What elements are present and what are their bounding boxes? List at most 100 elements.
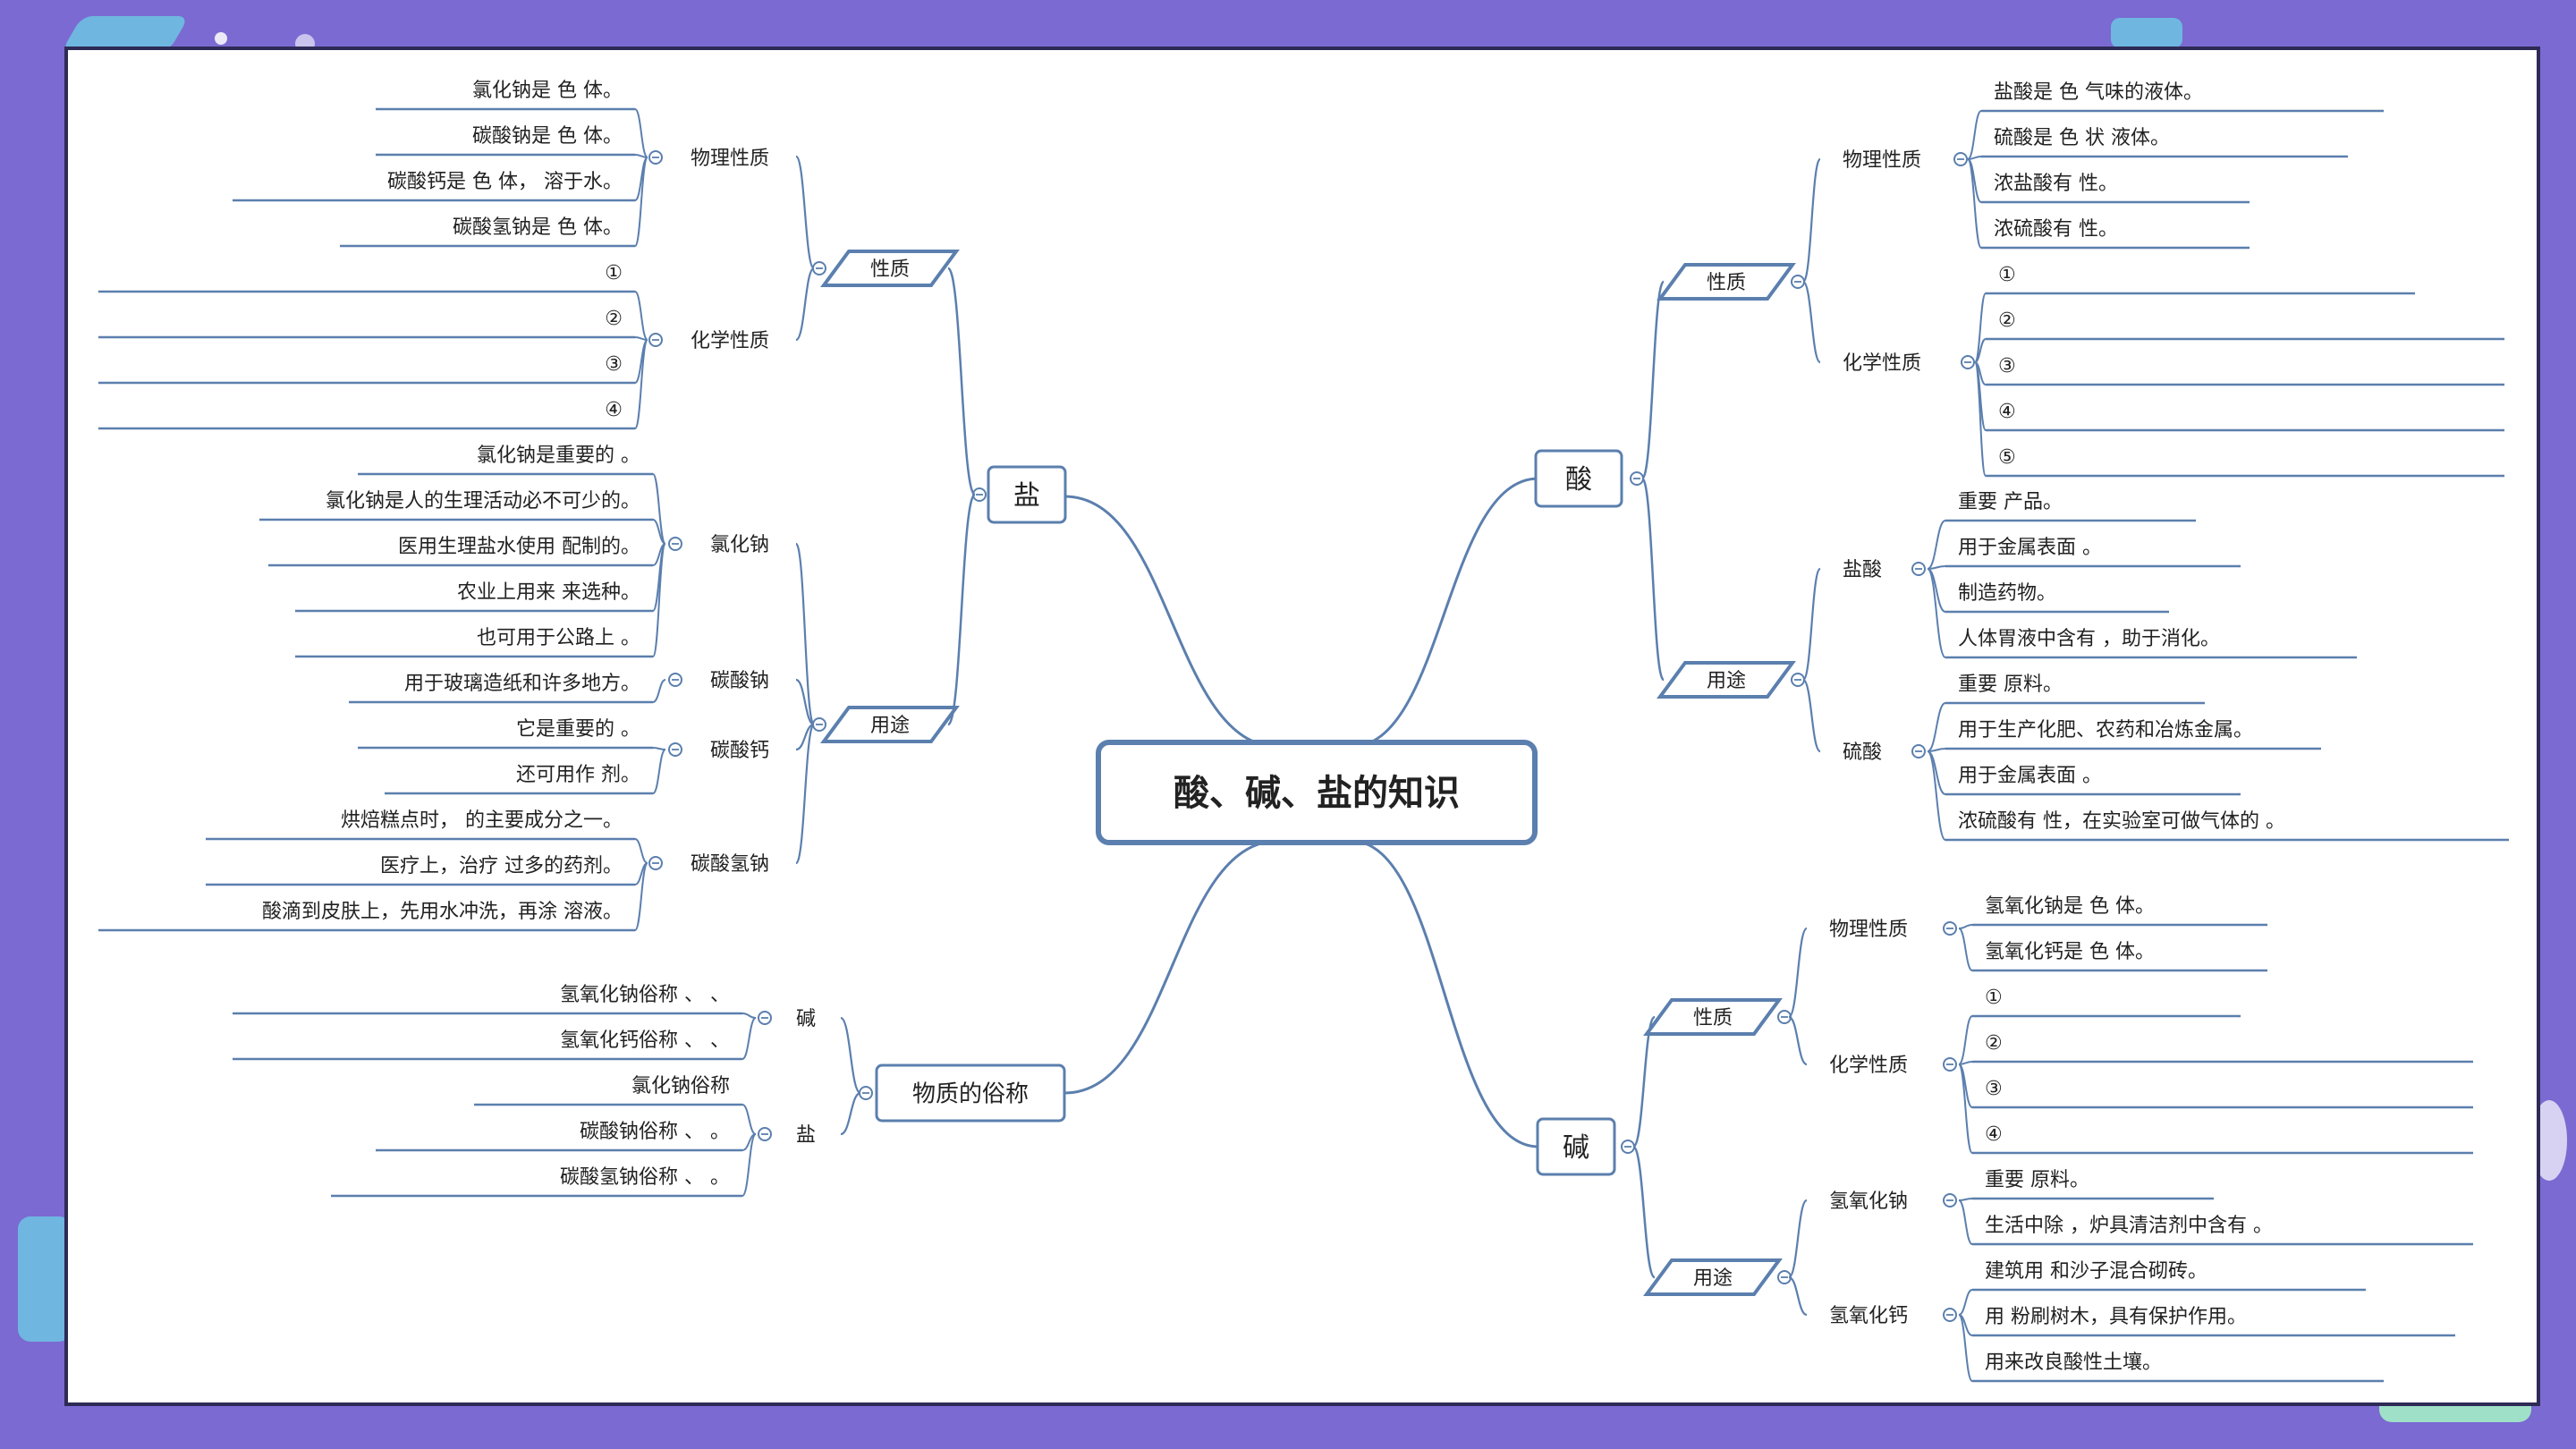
list-item[interactable]: 氯化钠是 色 体。 <box>472 80 623 102</box>
list-item[interactable]: 医用生理盐水使用 配制的。 <box>398 536 640 558</box>
node-acid-uses[interactable]: 用途 <box>1657 661 1796 699</box>
item-text: 浓盐酸有 性。 <box>1994 173 2118 195</box>
connector-line <box>1967 110 1982 160</box>
node-label: 用途 <box>1707 670 1746 692</box>
star-decoration <box>215 32 227 45</box>
list-item[interactable]: 烘焙糕点时， 的主要成分之一。 <box>341 809 623 832</box>
connector-line <box>794 155 816 270</box>
list-item[interactable]: 浓硫酸有 性。 <box>1994 218 2118 241</box>
list-item[interactable]: 氯化钠是重要的 。 <box>477 445 640 467</box>
label-physical-properties: 物理性质 <box>691 148 769 170</box>
list-item[interactable]: 制造药物。 <box>1958 582 2056 605</box>
node-salt[interactable]: 盐 <box>987 465 1067 524</box>
item-text: 浓硫酸有 性。 <box>1994 218 2118 241</box>
list-item[interactable]: ② <box>605 308 623 330</box>
list-item[interactable]: 也可用于公路上 。 <box>477 627 640 649</box>
connector-line <box>1350 839 1539 1148</box>
item-text: 硫酸是 色 状 液体。 <box>1994 127 2170 149</box>
node-salt-uses[interactable]: 用途 <box>820 706 960 743</box>
list-item[interactable]: 盐酸是 色 气味的液体。 <box>1994 81 2203 104</box>
list-item[interactable]: ④ <box>1985 1123 2003 1146</box>
list-item[interactable]: ④ <box>1998 401 2016 423</box>
list-item[interactable]: 用于玻璃造纸和许多地方。 <box>404 673 640 695</box>
list-item[interactable]: ② <box>1985 1032 2003 1055</box>
list-item[interactable]: 浓硫酸有 性，在实验室可做气体的 。 <box>1958 810 2285 833</box>
list-item[interactable]: 氯化钠是人的生理活动必不可少的。 <box>326 490 640 513</box>
list-item[interactable]: 碳酸氢钠俗称 、 。 <box>560 1166 730 1189</box>
connector-line <box>1967 158 1982 249</box>
list-item[interactable]: 农业上用来 来选种。 <box>457 581 640 604</box>
list-item[interactable]: 氢氧化钠是 色 体。 <box>1985 895 2155 918</box>
list-item[interactable]: ① <box>605 262 623 284</box>
list-item[interactable]: 用于金属表面 。 <box>1958 765 2102 787</box>
connector-line <box>652 749 666 794</box>
item-text: 氯化钠是 色 体。 <box>472 80 623 102</box>
list-item[interactable]: ③ <box>605 353 623 376</box>
list-item[interactable]: 重要 原料。 <box>1985 1169 2089 1191</box>
list-item[interactable]: ① <box>1998 264 2016 286</box>
connector-line <box>634 108 648 158</box>
connector-line <box>634 339 648 429</box>
list-item[interactable]: 人体胃液中含有 ，助于消化。 <box>1958 628 2220 650</box>
list-item[interactable]: 用来改良酸性土壤。 <box>1985 1352 2162 1374</box>
node-label: 酸 <box>1565 464 1592 496</box>
connector-line <box>1958 1198 1973 1201</box>
list-item[interactable]: 碳酸钙是 色 体， 溶于水。 <box>387 171 623 193</box>
connector-line <box>1801 678 1822 753</box>
list-item[interactable]: ③ <box>1985 1078 2003 1100</box>
list-item[interactable]: ④ <box>605 399 623 421</box>
central-topic[interactable]: 酸、碱、盐的知识 <box>1096 740 1538 845</box>
item-text: 人体胃液中含有 ，助于消化。 <box>1958 628 2220 650</box>
item-text: 用 粉刷树木，具有保护作用。 <box>1985 1306 2247 1328</box>
list-item[interactable]: 碳酸氢钠是 色 体。 <box>453 216 623 239</box>
node-shape <box>1643 998 1783 1036</box>
list-item[interactable]: 重要 原料。 <box>1958 674 2063 696</box>
item-text: 烘焙糕点时， 的主要成分之一。 <box>341 809 623 832</box>
list-item[interactable]: 建筑用 和沙子混合砌砖。 <box>1985 1260 2207 1283</box>
node-base-properties[interactable]: 性质 <box>1643 998 1783 1036</box>
connector-line <box>741 1013 757 1019</box>
list-item[interactable]: 硫酸是 色 状 液体。 <box>1994 127 2170 149</box>
item-text: ③ <box>1985 1078 2003 1100</box>
node-acid[interactable]: 酸 <box>1534 449 1623 508</box>
list-item[interactable]: ⑤ <box>1998 446 2016 469</box>
list-item[interactable]: 医疗上，治疗 过多的药剂。 <box>380 855 623 877</box>
list-item[interactable]: ③ <box>1998 355 2016 377</box>
node-base[interactable]: 碱 <box>1536 1117 1616 1176</box>
list-item[interactable]: 氢氧化钠俗称 、 、 <box>560 984 730 1006</box>
label-calcium-carbonate: 碳酸钙 <box>710 740 769 762</box>
item-text: 医用生理盐水使用 配制的。 <box>398 536 640 558</box>
list-item[interactable]: ① <box>1985 987 2003 1009</box>
node-base-uses[interactable]: 用途 <box>1643 1258 1783 1296</box>
item-text: ④ <box>1985 1123 2003 1146</box>
list-item[interactable]: ② <box>1998 309 2016 332</box>
node-common-names[interactable]: 物质的俗称 <box>875 1063 1066 1123</box>
node-shape <box>875 1063 1066 1123</box>
item-text: 碳酸钠是 色 体。 <box>472 125 623 148</box>
list-item[interactable]: 它是重要的 。 <box>516 718 640 741</box>
list-item[interactable]: 用于生产化肥、农药和冶炼金属。 <box>1958 719 2253 741</box>
label-sodium-bicarbonate: 碳酸氢钠 <box>691 853 769 876</box>
node-salt-properties[interactable]: 性质 <box>820 250 960 287</box>
list-item[interactable]: 还可用作 剂。 <box>516 764 640 786</box>
node-label: 性质 <box>870 258 910 281</box>
connector-line <box>652 519 666 545</box>
list-item[interactable]: 用于金属表面 。 <box>1958 537 2102 559</box>
connector-line <box>1958 928 1973 971</box>
list-item[interactable]: 氢氧化钙俗称 、 、 <box>560 1030 730 1052</box>
list-item[interactable]: 生活中除 ，炉具清洁剂中含有 。 <box>1985 1215 2273 1237</box>
list-item[interactable]: 碳酸钠是 色 体。 <box>472 125 623 148</box>
list-item[interactable]: 酸滴到皮肤上，先用水冲洗，再涂 溶液。 <box>262 901 623 923</box>
item-text: ② <box>1998 309 2016 332</box>
list-item[interactable]: 浓盐酸有 性。 <box>1994 173 2118 195</box>
corner-decoration-top-right <box>2111 18 2182 48</box>
item-text: 用于生产化肥、农药和冶炼金属。 <box>1958 719 2253 741</box>
list-item[interactable]: 氢氧化钙是 色 体。 <box>1985 941 2155 963</box>
list-item[interactable]: 用 粉刷树木，具有保护作用。 <box>1985 1306 2247 1328</box>
node-acid-properties[interactable]: 性质 <box>1657 263 1796 301</box>
list-item[interactable]: 氯化钠俗称 <box>631 1075 730 1097</box>
item-text: ③ <box>605 353 623 376</box>
list-item[interactable]: 碳酸钠俗称 、 。 <box>580 1121 730 1143</box>
label-chemical-properties: 化学性质 <box>691 330 769 352</box>
list-item[interactable]: 重要 产品。 <box>1958 491 2063 513</box>
